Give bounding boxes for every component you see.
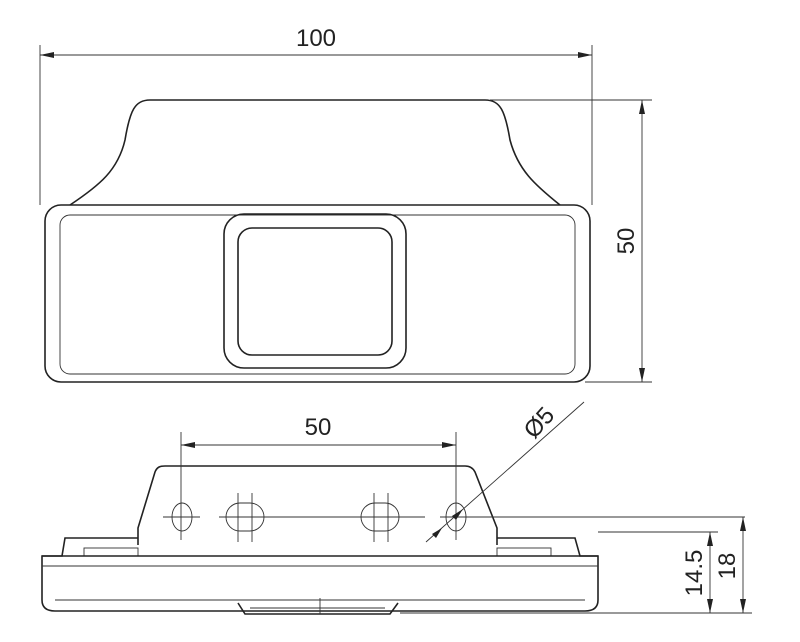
side-view-body <box>41 555 599 612</box>
dimension-hole-diameter: Ø5 <box>425 401 585 543</box>
side-view-lens <box>237 602 399 615</box>
top-view-housing <box>44 204 591 383</box>
dimension-label-hole-diameter: Ø5 <box>519 402 560 444</box>
dimension-label-depth-inner: 14.5 <box>681 550 708 597</box>
dimension-label-height: 50 <box>613 228 640 255</box>
dimension-label-hole-spacing: 50 <box>305 414 332 441</box>
top-view-lens-outer <box>223 213 407 369</box>
top-view-housing-inner <box>59 214 576 375</box>
top-view <box>44 99 591 383</box>
side-view <box>41 465 745 615</box>
top-view-base-dome <box>69 99 561 206</box>
dimension-label-depth-total: 18 <box>714 553 741 580</box>
dimension-hole-spacing-50: 50 <box>180 414 457 540</box>
dimension-depth: 14.5 18 <box>400 517 752 614</box>
side-view-flange <box>42 537 598 557</box>
dimension-height-50: 50 <box>490 99 652 383</box>
side-view-bracket <box>137 465 498 545</box>
dimension-label-width: 100 <box>296 25 336 52</box>
dimension-width-100: 100 <box>39 25 593 205</box>
top-view-lens-inner <box>237 227 393 356</box>
